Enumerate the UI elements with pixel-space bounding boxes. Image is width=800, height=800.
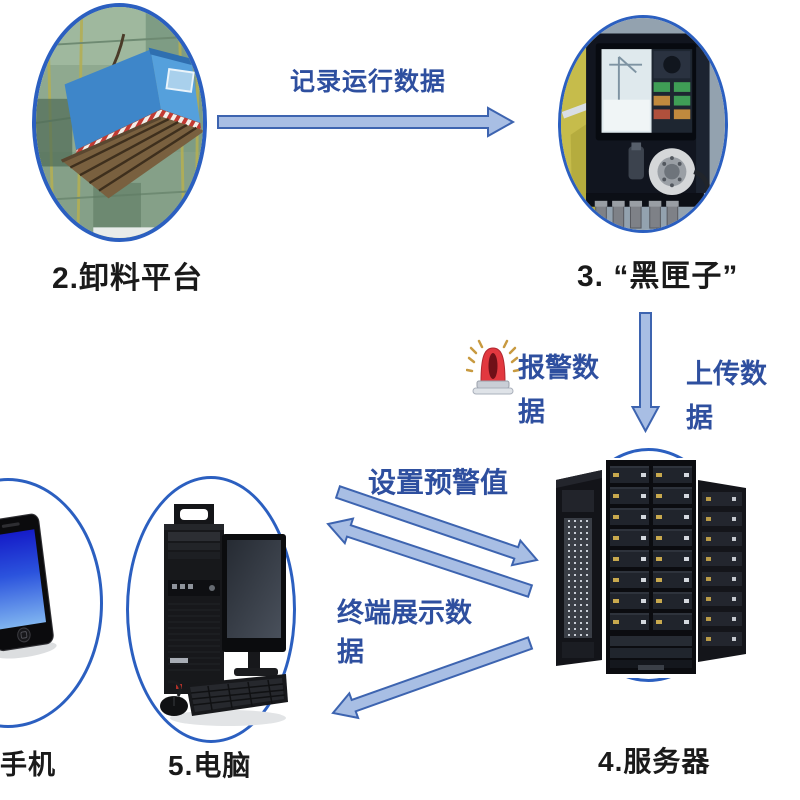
blackbox-device-photo [561,18,725,230]
record-data-arrow [217,106,516,138]
computer-node [126,476,296,743]
alarm-data-label: 报警数据 [518,353,599,427]
blackbox-node [558,15,728,233]
unloading-platform-photo [36,7,203,238]
set-threshold-label: 设置预警值 [368,467,509,498]
desktop-computer-photo [160,504,288,726]
server-label: 4.服务器 [598,746,711,777]
set-threshold-arrow [334,485,539,567]
smartphone-photo [0,513,57,659]
server-photo-frame [548,458,752,678]
phone-photo-frame [0,512,58,662]
platform-node [32,3,207,242]
server-racks-photo [548,458,752,678]
blackbox-label: 3. “黑匣子” [577,260,739,293]
display-data-arrow [331,636,534,720]
upload-data-label: 上传数据 [686,359,767,433]
computer-photo-frame [138,488,288,731]
display-data-label: 终端展示数据 [337,598,472,667]
server-to-terminal-arrow [326,517,534,598]
platform-label: 2.卸料平台 [52,262,204,295]
computer-label: 5.电脑 [168,750,252,781]
phone-label: 手机 [0,750,56,780]
siren-icon [466,338,520,398]
upload-data-arrow [630,312,661,434]
record-data-label: 记录运行数据 [290,68,447,96]
